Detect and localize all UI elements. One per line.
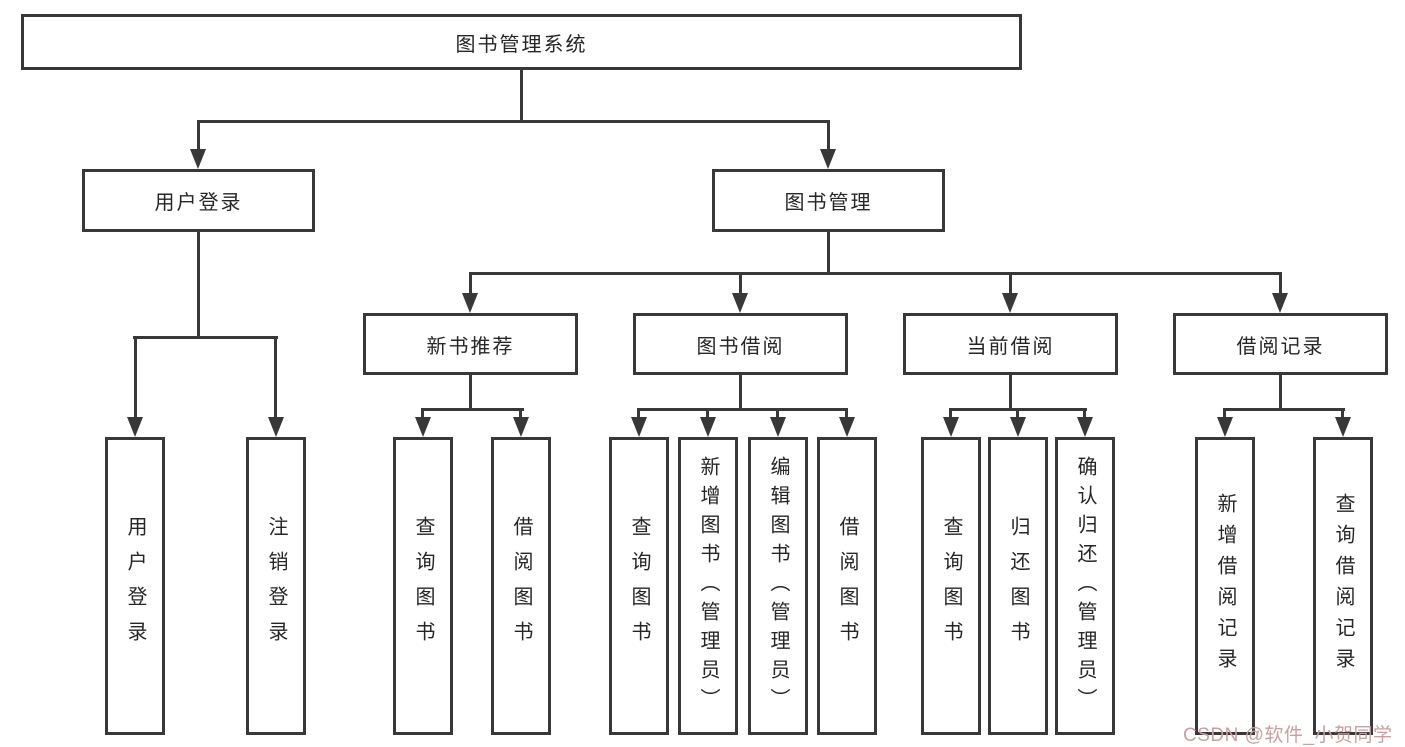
connector-line [134,336,137,420]
arrow-down-icon [1010,417,1026,437]
connector-line [1083,408,1086,420]
leaf-logout: 注销登录 [246,437,306,735]
connector-line [469,272,472,296]
arrow-down-icon [1002,293,1018,313]
connector-line [520,69,523,123]
arrow-down-icon [839,417,855,437]
connector-line [827,120,830,153]
connector-line [845,408,848,420]
node-label: 图书管理系统 [455,33,588,56]
node-new-book-recommendation: 新书推荐 [363,313,578,375]
node-label: 用户登录 [124,516,146,656]
node-label: 图书借阅 [696,335,785,358]
node-library-management-system: 图书管理系统 [21,14,1022,70]
leaf-search-books-current: 查询图书 [921,437,981,735]
connector-line [421,408,424,420]
node-borrowing-records: 借阅记录 [1173,313,1388,375]
arrow-down-icon [770,417,786,437]
arrow-down-icon [1272,293,1288,313]
connector-line [1009,272,1012,296]
leaf-confirm-return-admin: 确认归还（管理员） [1055,437,1115,735]
node-label: 用户登录 [154,192,243,214]
arrow-down-icon [943,417,959,437]
connector-line [1223,408,1345,411]
leaf-return-books: 归还图书 [988,437,1048,735]
arrow-down-icon [1335,417,1351,437]
connector-line [827,232,830,275]
arrow-down-icon [127,417,143,437]
connector-line [1279,375,1282,411]
node-label: 确认归还（管理员） [1074,455,1096,717]
leaf-edit-book-admin: 编辑图书（管理员） [748,437,808,735]
node-label: 当前借阅 [966,335,1055,358]
node-user-login: 用户登录 [82,169,315,232]
arrow-down-icon [1217,417,1233,437]
leaf-search-books-recommend: 查询图书 [393,437,453,735]
node-label: 查询图书 [940,516,962,656]
connector-line [1341,408,1344,420]
arrow-down-icon [700,417,716,437]
connector-line [197,232,200,339]
node-current-borrowing: 当前借阅 [903,313,1118,375]
connector-line [1279,272,1282,296]
arrow-down-icon [631,417,647,437]
connector-line [197,120,830,123]
node-label: 新增图书（管理员） [697,455,719,717]
arrow-down-icon [268,417,284,437]
watermark: CSDN @软件_小贺同学 [1183,725,1393,746]
connector-line [706,408,709,420]
connector-line [776,408,779,420]
connector-line [1009,375,1012,411]
node-label: 借阅图书 [510,516,532,656]
connector-line [519,408,522,420]
connector-line [469,375,472,411]
arrow-down-icon [513,417,529,437]
connector-line [739,272,742,296]
node-label: 图书管理 [784,192,873,214]
arrow-down-icon [732,293,748,313]
arrow-down-icon [1077,417,1093,437]
node-label: 归还图书 [1007,516,1029,656]
arrow-down-icon [820,149,836,169]
leaf-add-borrow-record: 新增借阅记录 [1195,437,1255,735]
leaf-search-books-borrowing: 查询图书 [609,437,669,735]
node-label: 注销登录 [265,516,287,656]
connector-line [1016,408,1019,420]
node-label: 编辑图书（管理员） [767,455,789,717]
connector-line [637,408,640,420]
arrow-down-icon [462,293,478,313]
connector-line [133,336,278,339]
connector-line [469,272,1282,275]
node-label: 查询借阅记录 [1332,493,1354,679]
connector-line [949,408,952,420]
node-book-borrowing: 图书借阅 [633,313,848,375]
node-label: 新增借阅记录 [1214,493,1236,679]
node-label: 查询图书 [412,516,434,656]
connector-line [274,336,277,420]
node-label: 借阅图书 [836,516,858,656]
leaf-user-login: 用户登录 [105,437,165,735]
connector-line [197,120,200,153]
arrow-down-icon [415,417,431,437]
node-label: 新书推荐 [426,335,515,358]
connector-line [421,408,524,411]
leaf-borrow-books-borrowing: 借阅图书 [817,437,877,735]
arrow-down-icon [190,149,206,169]
node-label: 借阅记录 [1236,335,1325,358]
leaf-borrow-books-recommend: 借阅图书 [491,437,551,735]
node-book-management: 图书管理 [712,169,945,232]
connector-line [739,375,742,411]
leaf-search-borrow-record: 查询借阅记录 [1313,437,1373,735]
connector-line [1223,408,1226,420]
node-label: 查询图书 [628,516,650,656]
connector-line [637,408,848,411]
leaf-add-book-admin: 新增图书（管理员） [678,437,738,735]
